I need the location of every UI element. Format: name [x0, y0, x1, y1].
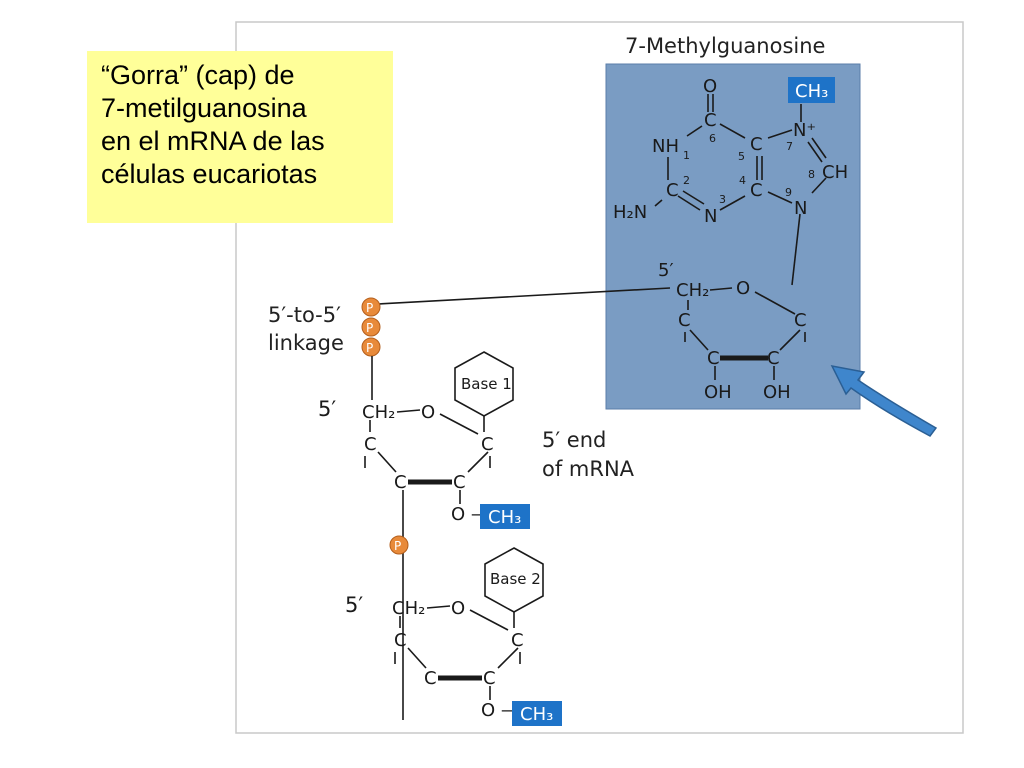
ribose-2-c3: C: [424, 668, 437, 689]
phosphate-2-label: P: [366, 321, 373, 335]
ribose-1-o: O: [421, 402, 435, 423]
phosphate-4: [389, 535, 409, 555]
cap-atom-ch2: CH₂: [676, 280, 709, 301]
atom-c5: C: [750, 134, 763, 155]
ring-number-3: 3: [719, 193, 726, 206]
cap-atom-oh3: OH: [704, 382, 732, 403]
ring-number-8: 8: [808, 168, 815, 181]
caption-line-1: “Gorra” (cap) de: [101, 60, 295, 90]
methyl-label-2: CH₃: [520, 704, 553, 725]
ring-number-4: 4: [739, 174, 746, 187]
atom-c2: C: [666, 180, 679, 201]
methyl-box-1: [480, 504, 530, 529]
end-label-line1: 5′ end: [542, 428, 606, 452]
cap-atom-c2: C: [767, 348, 780, 369]
cap-title: 7-Methylguanosine: [625, 34, 825, 58]
cap-ribose-bonds: [684, 287, 806, 380]
ribose-2-c4: C: [394, 630, 407, 651]
cap-atom-o: O: [736, 278, 750, 299]
cap-atom-c1: C: [794, 310, 807, 331]
base-1-label: Base 1: [461, 375, 512, 393]
phosphate-1: [361, 297, 381, 317]
cap-atom-c3: C: [707, 348, 720, 369]
ribose-2-c1: C: [511, 630, 524, 651]
guanine-atom-labels: O C NH C H₂N N C C N⁺ CH N: [613, 76, 848, 227]
atom-h2n: H₂N: [613, 202, 647, 223]
phosphate-4-label: P: [394, 539, 401, 553]
ribose-1-o2: O —: [451, 504, 489, 525]
guanine-base: [654, 94, 827, 286]
ribose-1-c4: C: [364, 434, 377, 455]
methyl-label-1: CH₃: [488, 507, 521, 528]
ring-number-5: 5: [738, 150, 745, 163]
cap-prime-5: 5′: [658, 260, 674, 281]
caption-line-2: 7-metilguanosina: [101, 93, 307, 123]
cap-atom-oh2: OH: [763, 382, 791, 403]
ribose-2-ch2: CH₂: [392, 598, 425, 619]
phosphate-2: [361, 317, 381, 337]
end-label-line2: of mRNA: [542, 457, 635, 481]
ribose-2-o: O: [451, 598, 465, 619]
atom-nh1: NH: [652, 136, 679, 157]
atom-c6: C: [704, 110, 717, 131]
atom-n9: N: [794, 198, 807, 219]
cap-ribose-atoms: 5′ CH₂ O C C C C OH OH: [658, 260, 807, 403]
methyl-box-n7: [788, 77, 835, 103]
ribose-1-atoms: 5′ CH₂ O C C C C O —: [318, 397, 494, 525]
spanish-caption-box: “Gorra” (cap) de 7-metilguanosina en el …: [87, 51, 393, 223]
caption-line-4: células eucariotas: [101, 159, 318, 189]
linkage-label-line2: linkage: [268, 331, 344, 355]
atom-o6: O: [703, 76, 717, 97]
methyl-box-2: [512, 701, 562, 726]
ribose-2-c2: C: [483, 668, 496, 689]
methyl-label-n7: CH₃: [795, 81, 828, 102]
linkage-label-line1: 5′-to-5′: [268, 303, 341, 327]
phosphate-1-label: P: [366, 301, 373, 315]
cap-linkage-line: [377, 287, 671, 305]
ribose-2-prime-5: 5′: [345, 593, 363, 617]
ribose-1-bonds: [364, 409, 491, 720]
phosphate-3-label: P: [366, 341, 373, 355]
base-2-label: Base 2: [490, 570, 541, 588]
ribose-1-c1: C: [481, 434, 494, 455]
atom-n7: N⁺: [793, 120, 816, 141]
phosphate-3: [361, 337, 381, 357]
atom-n3: N: [704, 206, 717, 227]
cap-atom-c4: C: [678, 310, 691, 331]
ribose-1-ch2: CH₂: [362, 402, 395, 423]
ring-number-1: 1: [683, 149, 690, 162]
triphosphate: P P P: [361, 297, 381, 357]
ring-number-7: 7: [786, 140, 793, 153]
ribose-2-atoms: 5′ CH₂ O C C C C O —: [345, 593, 524, 721]
guanine-ring-numbers: 1 2 3 4 5 6 7 8 9: [683, 132, 815, 206]
ribose-2-bonds: [394, 605, 521, 700]
atom-c8: CH: [822, 162, 848, 183]
ribose-1-c3: C: [394, 472, 407, 493]
atom-c4: C: [750, 180, 763, 201]
ribose-2-o2: O —: [481, 700, 519, 721]
ring-number-6: 6: [709, 132, 716, 145]
caption-line-3: en el mRNA de las: [101, 126, 325, 156]
ribose-1-prime-5: 5′: [318, 397, 336, 421]
ribose-1-c2: C: [453, 472, 466, 493]
ring-number-9: 9: [785, 186, 792, 199]
cap-panel: [605, 63, 861, 410]
pointer-arrow: [830, 364, 938, 437]
ring-number-2: 2: [683, 174, 690, 187]
